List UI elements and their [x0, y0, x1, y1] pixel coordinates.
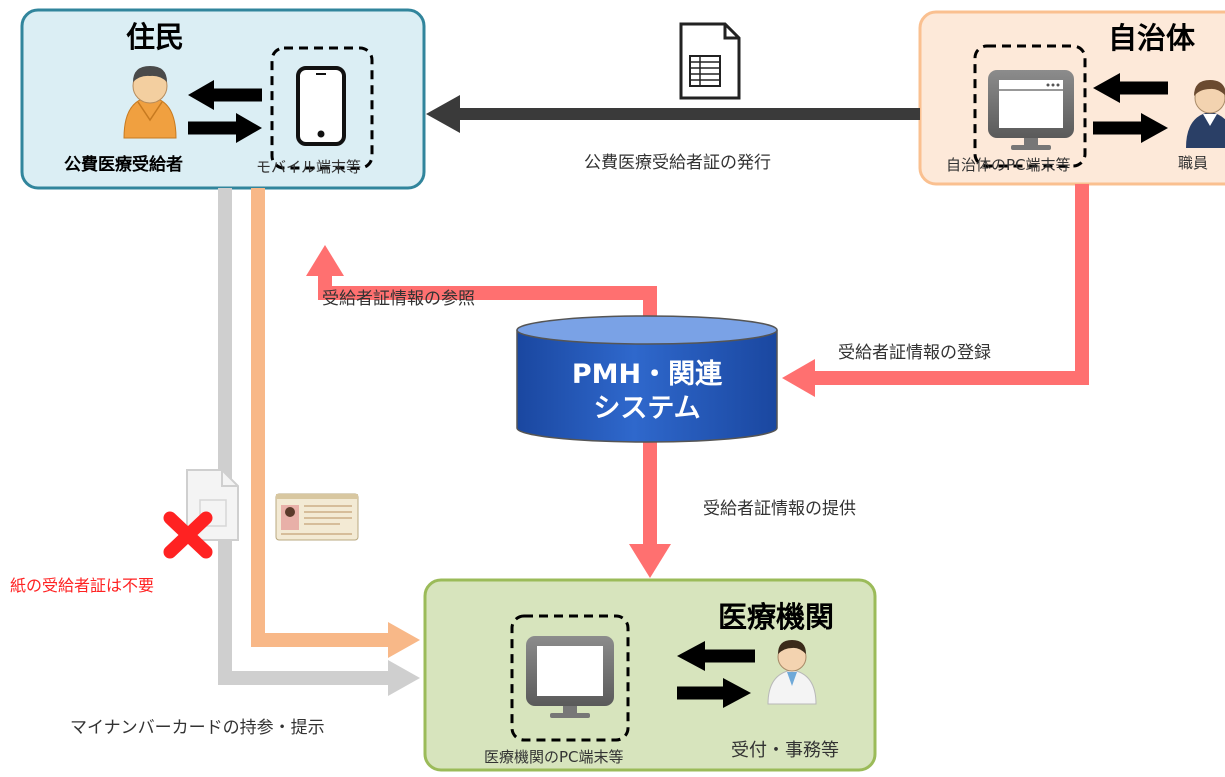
database-label-line2: システム: [593, 393, 701, 424]
cross-icon: [163, 511, 213, 559]
pmh-database: [516, 315, 778, 443]
resident-person-label: 公費医療受給者: [64, 155, 183, 175]
staff-woman-icon: [1186, 80, 1225, 148]
medical-staff-label: 受付・事務等: [731, 740, 839, 761]
provide-flow-label: 受給者証情報の提供: [703, 499, 856, 519]
monitor-icon: [988, 70, 1074, 150]
medical-device-label: 医療機関のPC端末等: [484, 748, 624, 766]
reference-flow-label: 受給者証情報の参照: [322, 289, 475, 309]
provide-arrow: [629, 435, 671, 578]
database-label-line1: PMH・関連: [571, 359, 723, 390]
card-present-label: マイナンバーカードの持参・提示: [70, 718, 325, 738]
municipality-device-label: 自治体のPC端末等: [946, 156, 1071, 174]
medical-device-frame: [510, 614, 630, 742]
municipality-title: 自治体: [1108, 21, 1196, 55]
municipality-staff-label: 職員: [1178, 154, 1209, 172]
reference-arrow: [306, 245, 657, 320]
municipality-exchange-arrows: [1093, 73, 1168, 143]
card-orange-arrow: [251, 188, 420, 658]
issue-arrow: [426, 95, 920, 133]
paper-not-needed-label: 紙の受給者証は不要: [10, 576, 155, 595]
medical-title: 医療機関: [718, 600, 835, 634]
medical-box: [423, 578, 877, 772]
resident-exchange-arrows: [188, 80, 262, 143]
card-present-arrow: [218, 188, 420, 696]
register-arrow: [782, 184, 1089, 397]
doctor-icon: [767, 640, 817, 705]
my-number-card-icon: [275, 493, 359, 541]
person-icon: [123, 66, 177, 139]
issue-flow-label: 公費医療受給者証の発行: [584, 153, 771, 173]
mobile-device-frame: [270, 46, 374, 170]
medical-exchange-arrows: [677, 641, 755, 708]
document-icon: [679, 22, 741, 100]
monitor-icon: [526, 636, 614, 718]
resident-device-label: モバイル端末等: [256, 158, 362, 176]
municipality-device-frame: [973, 44, 1087, 168]
register-flow-label: 受給者証情報の登録: [838, 343, 991, 363]
smartphone-icon: [296, 66, 346, 146]
resident-title: 住民: [126, 20, 185, 54]
